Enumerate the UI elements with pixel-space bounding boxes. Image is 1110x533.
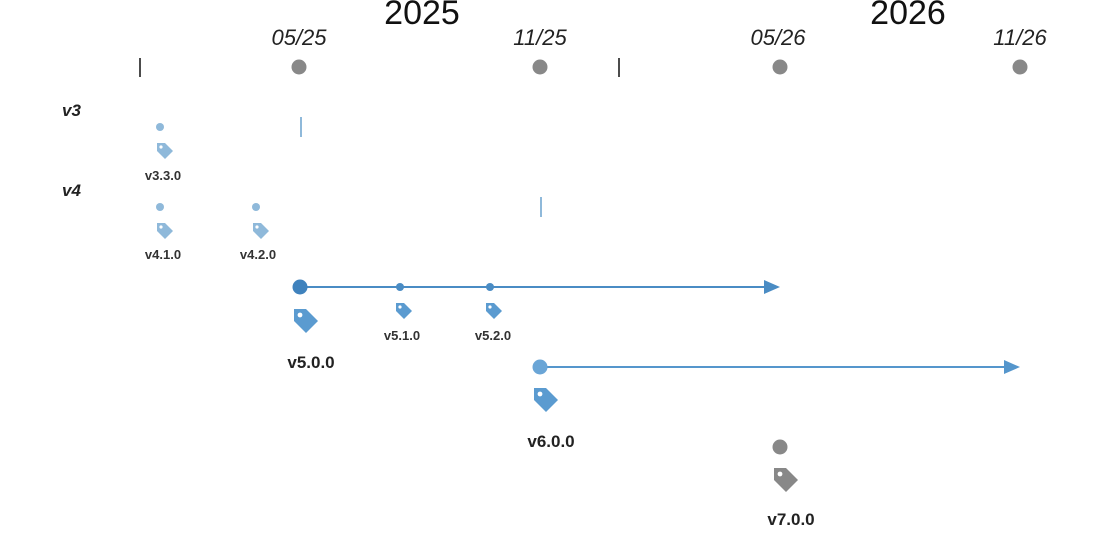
- release-label-v4-1-0: v4.1.0: [145, 247, 181, 262]
- release-label-v3-3-0: v3.3.0: [145, 168, 181, 183]
- release-label-v6-0-0: v6.0.0: [527, 432, 574, 451]
- year-label-2025: 2025: [384, 0, 460, 32]
- release-dot-v3-3-0: [156, 123, 164, 131]
- tag-icon: [486, 303, 502, 319]
- release-dot-v5-1-0: [396, 283, 404, 291]
- date-marker-11-25: [532, 59, 548, 75]
- release-dot-v5-2-0: [486, 283, 494, 291]
- tag-icon: [534, 388, 558, 412]
- date-marker-05-25: [291, 59, 307, 75]
- date-label-05-25: 05/25: [271, 25, 327, 50]
- tag-icon: [157, 223, 173, 239]
- release-label-v7-0-0: v7.0.0: [767, 510, 814, 528]
- tag-icon: [396, 303, 412, 319]
- date-label-11-26: 11/26: [993, 25, 1047, 50]
- date-label-05-26: 05/26: [750, 25, 806, 50]
- release-label-v4-2-0: v4.2.0: [240, 247, 276, 262]
- release-dot-v4-1-0: [156, 203, 164, 211]
- branch-arrow-v5: [764, 280, 780, 294]
- tag-icon: [157, 143, 173, 159]
- tag-icon: [294, 309, 318, 333]
- release-dot-v5-0-0: [292, 279, 308, 295]
- branch-arrow-v6: [1004, 360, 1020, 374]
- year-label-2026: 2026: [870, 0, 946, 32]
- release-dot-v6-0-0: [532, 359, 548, 375]
- tag-icon: [774, 468, 798, 492]
- release-dot-v7-0-0: [772, 439, 788, 455]
- release-label-v5-2-0: v5.2.0: [475, 328, 511, 343]
- date-label-11-25: 11/25: [513, 25, 567, 50]
- release-dot-v4-2-0: [252, 203, 260, 211]
- tag-icon: [253, 223, 269, 239]
- date-marker-05-26: [772, 59, 788, 75]
- branch-label-v3: v3: [62, 101, 81, 120]
- release-label-v5-1-0: v5.1.0: [384, 328, 420, 343]
- branch-label-v4: v4: [62, 181, 81, 200]
- release-label-v5-0-0: v5.0.0: [287, 353, 334, 372]
- date-marker-11-26: [1012, 59, 1028, 75]
